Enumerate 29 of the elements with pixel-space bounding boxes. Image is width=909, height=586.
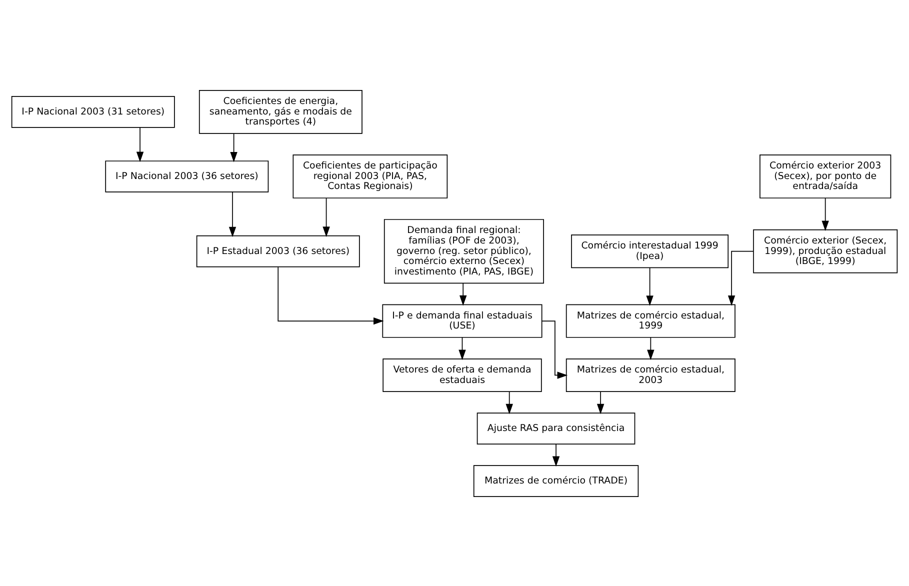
node-box: I-P Estadual 2003 (36 setores) bbox=[196, 234, 360, 267]
node-box: Comércio exterior 2003 (Secex), por ponto de entrada/saída bbox=[760, 154, 892, 198]
node-box: Ajuste RAS para consistência bbox=[476, 412, 636, 444]
node-box: Comércio exterior (Secex, 1999), produção estadual (IBGE, 1999) bbox=[753, 228, 898, 273]
node-box: Demanda final regional: famílias (POF de 2003), governo (reg. setor público), comércio externo (Secex) investimento (PIA, PAS, IBGE) bbox=[384, 218, 544, 284]
node-box: Matrizes de comércio (TRADE) bbox=[473, 464, 639, 496]
node-box: Matrizes de comércio estadual, 2003 bbox=[566, 358, 736, 392]
arrow bbox=[647, 336, 654, 360]
node-box: Comércio interestadual 1999 (Ipea) bbox=[571, 234, 729, 268]
node-box: Vetores de oferta e demanda estaduais bbox=[382, 358, 542, 392]
node-box: Coeficientes de participação regional 2003 (PIA, PAS, Contas Regionais) bbox=[292, 154, 448, 198]
node-box: Matrizes de comércio estadual, 1999 bbox=[566, 304, 736, 338]
arrow bbox=[552, 443, 560, 466]
arrow bbox=[596, 390, 604, 414]
arrow bbox=[646, 266, 654, 306]
arrow bbox=[230, 132, 238, 162]
arrow bbox=[278, 266, 384, 324]
node-box: I-P Nacional 2003 (31 setores) bbox=[11, 96, 175, 128]
arrow bbox=[728, 250, 754, 306]
node-box: I-P Nacional 2003 (36 setores) bbox=[105, 160, 269, 192]
arrow bbox=[228, 191, 236, 237]
arrow bbox=[506, 390, 513, 414]
node-box: I-P e demanda final estaduais (USE) bbox=[382, 304, 542, 338]
arrow bbox=[458, 336, 466, 360]
arrow bbox=[822, 197, 829, 231]
node-box: Coeficientes de energia, saneamento, gás e modais de transportes (4) bbox=[198, 90, 362, 134]
arrow bbox=[322, 197, 330, 236]
arrow bbox=[136, 126, 144, 162]
arrow bbox=[459, 282, 467, 306]
